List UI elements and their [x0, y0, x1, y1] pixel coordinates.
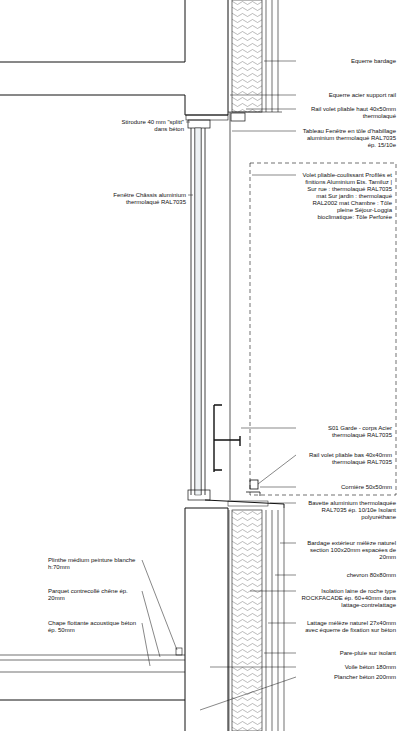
- callout-label: Equerre acier support rail: [300, 92, 396, 99]
- callout-label: S01 Garde - corps Acier thermolaqué RAL7…: [300, 425, 392, 439]
- callout-label: chevron 80x80mm: [300, 572, 396, 579]
- callout-label: Tableau Fenêtre en tôle d'habillage alum…: [300, 128, 396, 149]
- callout-label: Bardage extérieur mélèze naturel section…: [300, 540, 396, 561]
- callout-label: Chape flottante acoustique béton ép. 50m…: [48, 620, 140, 634]
- callout-label: Isolation laine de roche type ROCKFACADE…: [300, 588, 396, 609]
- callout-label: Voile béton 180mm: [300, 664, 396, 671]
- callout-label: Cornière 50x50mm: [300, 484, 392, 491]
- callout-label: Lattage mélèze naturel 27x40mm avec éque…: [300, 620, 396, 634]
- callout-label: Bavette aluminium thermolaquée RAL7035 é…: [300, 500, 396, 521]
- callout-label: Rail volet pliable haut 40x50mm thermola…: [300, 106, 396, 120]
- callout-label: Plinthe médium peinture blanche h:70mm: [48, 557, 140, 571]
- callout-label: Volet pliable-coulissant Profilés et fin…: [300, 172, 392, 221]
- callout-label: Fenêtre Châssis aluminium thermolaqué RA…: [108, 192, 186, 206]
- callout-label: Plancher béton 200mm: [300, 674, 396, 681]
- callout-label: Rail volet pliable bas 40x40mm thermolaq…: [300, 452, 392, 466]
- callout-label: Parquet contrecollé chêne ép. 20mm: [48, 588, 140, 602]
- callout-label: Pare-pluie sur isolant: [300, 650, 396, 657]
- callout-label: Equerre bardage: [300, 58, 396, 65]
- callout-label: Stirodure 40 mm "splitt" dans béton: [120, 119, 184, 133]
